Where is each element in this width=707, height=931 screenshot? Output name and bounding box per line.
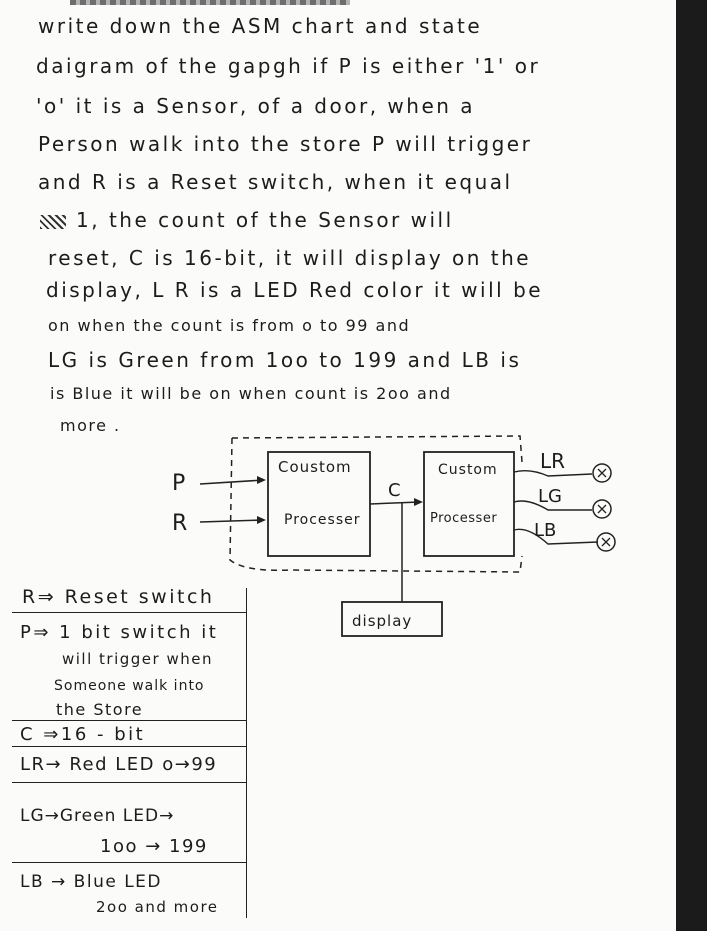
paragraph-line-2: daigram of the gapgh if P is either '1' … — [36, 54, 541, 78]
legend-divider-1 — [12, 612, 246, 613]
block-diagram: P R Coustom Processer C Custom Processer… — [172, 435, 616, 637]
input-r-label: R — [172, 511, 187, 536]
output-lb-label: LB — [534, 520, 556, 541]
scribbled-out-word — [40, 214, 66, 229]
p-input-arrow — [199, 479, 265, 485]
lr-output-line — [513, 469, 593, 477]
bus-c-label: C — [388, 480, 401, 501]
paragraph-line-10: LG is Green from 1oo to 199 and LB is — [48, 348, 522, 372]
lg-led-symbol — [592, 499, 612, 519]
output-lg-label: LG — [538, 486, 562, 507]
legend-lg-line1: LG→Green LED→ — [20, 806, 175, 826]
legend-c: C ⇒16 - bit — [20, 724, 146, 745]
dashed-boundary — [229, 435, 523, 573]
paragraph-line-6-text: 1, the count of the Sensor will — [76, 208, 454, 232]
notebook-page: write down the ASM chart and state daigr… — [0, 0, 676, 931]
legend-divider-4 — [12, 782, 246, 783]
legend-divider-3 — [12, 746, 246, 747]
legend-p-line4: the Store — [56, 700, 144, 719]
paragraph-line-1: write down the ASM chart and state — [38, 14, 483, 38]
paragraph-line-7: reset, C is 16-bit, it will display on t… — [48, 246, 532, 270]
paragraph-line-6: 1, the count of the Sensor will — [40, 208, 454, 232]
block1-subtitle: Processer — [284, 512, 360, 528]
lb-led-symbol — [596, 532, 616, 552]
lg-led-cross — [597, 504, 607, 514]
display-label: display — [352, 612, 412, 630]
lr-led-cross — [597, 468, 607, 478]
block2-subtitle: Processer — [430, 511, 497, 526]
lr-led-symbol — [592, 463, 612, 483]
lb-led-cross — [601, 537, 611, 547]
paragraph-line-3: 'o' it is a Sensor, of a door, when a — [36, 94, 476, 118]
output-lr-label: LR — [540, 449, 565, 473]
legend-lb-line2: 2oo and more — [96, 898, 219, 916]
paragraph-line-4: Person walk into the store P will trigge… — [38, 132, 533, 156]
lg-output-line — [513, 500, 592, 511]
custom-processor-2-box — [423, 451, 515, 557]
p-arrowhead — [257, 476, 266, 484]
legend-r: R⇒ Reset switch — [22, 586, 215, 608]
legend-p-line3: Someone walk into — [54, 678, 205, 694]
legend-right-border — [246, 588, 247, 918]
legend-lg-line2: 1oo → 199 — [100, 836, 208, 857]
paragraph-line-11: is Blue it will be on when count is 2oo … — [50, 384, 452, 403]
legend-p-line1: P⇒ 1 bit switch it — [20, 622, 219, 643]
legend-divider-2 — [12, 720, 246, 721]
c-bus-arrow — [369, 501, 421, 505]
input-p-label: P — [172, 471, 185, 496]
r-input-arrow — [199, 519, 265, 523]
block2-title: Custom — [438, 462, 498, 478]
paragraph-line-12: more . — [60, 416, 121, 435]
legend-lb-line1: LB → Blue LED — [20, 872, 163, 892]
paragraph-line-9: on when the count is from o to 99 and — [48, 316, 411, 335]
c-bus-arrowhead — [414, 498, 423, 506]
display-box — [341, 601, 443, 637]
paragraph-line-8: display, L R is a LED Red color it will … — [46, 278, 544, 302]
lb-output-line — [513, 528, 599, 545]
paragraph-line-5: and R is a Reset switch, when it equal — [38, 170, 513, 194]
block1-title: Coustom — [278, 458, 352, 476]
r-arrowhead — [257, 516, 266, 524]
legend-p-line2: will trigger when — [62, 650, 213, 668]
page-top-edge — [70, 0, 350, 5]
legend-divider-5 — [12, 862, 246, 863]
legend-lr: LR→ Red LED o→99 — [20, 754, 218, 775]
